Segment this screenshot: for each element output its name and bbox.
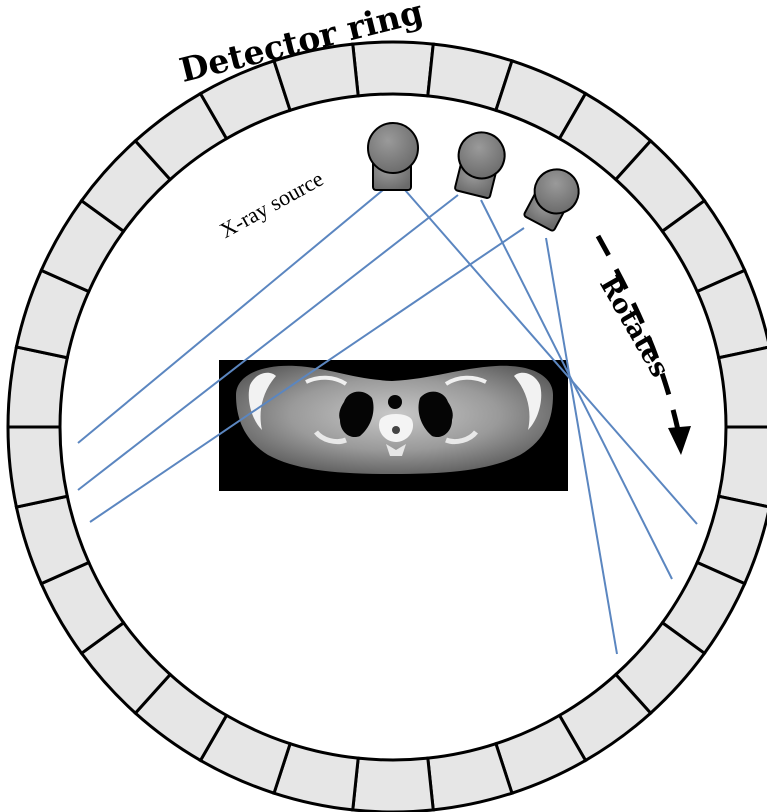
detector-segment xyxy=(719,427,767,507)
xray-source-1 xyxy=(368,123,418,190)
detector-segment xyxy=(353,42,433,96)
xray-source-3 xyxy=(520,162,587,235)
detector-segment xyxy=(8,427,67,507)
ct-scan-image xyxy=(219,360,568,491)
detector-segment xyxy=(8,347,67,427)
rotates-label: Rotates xyxy=(593,271,674,382)
detector-segment xyxy=(353,758,433,812)
xray-source-label: X-ray source xyxy=(215,166,327,243)
xray-source-2 xyxy=(450,128,510,200)
detector-segment xyxy=(428,744,512,810)
ct-body-cross-section xyxy=(236,366,553,474)
detector-segment xyxy=(719,347,767,427)
